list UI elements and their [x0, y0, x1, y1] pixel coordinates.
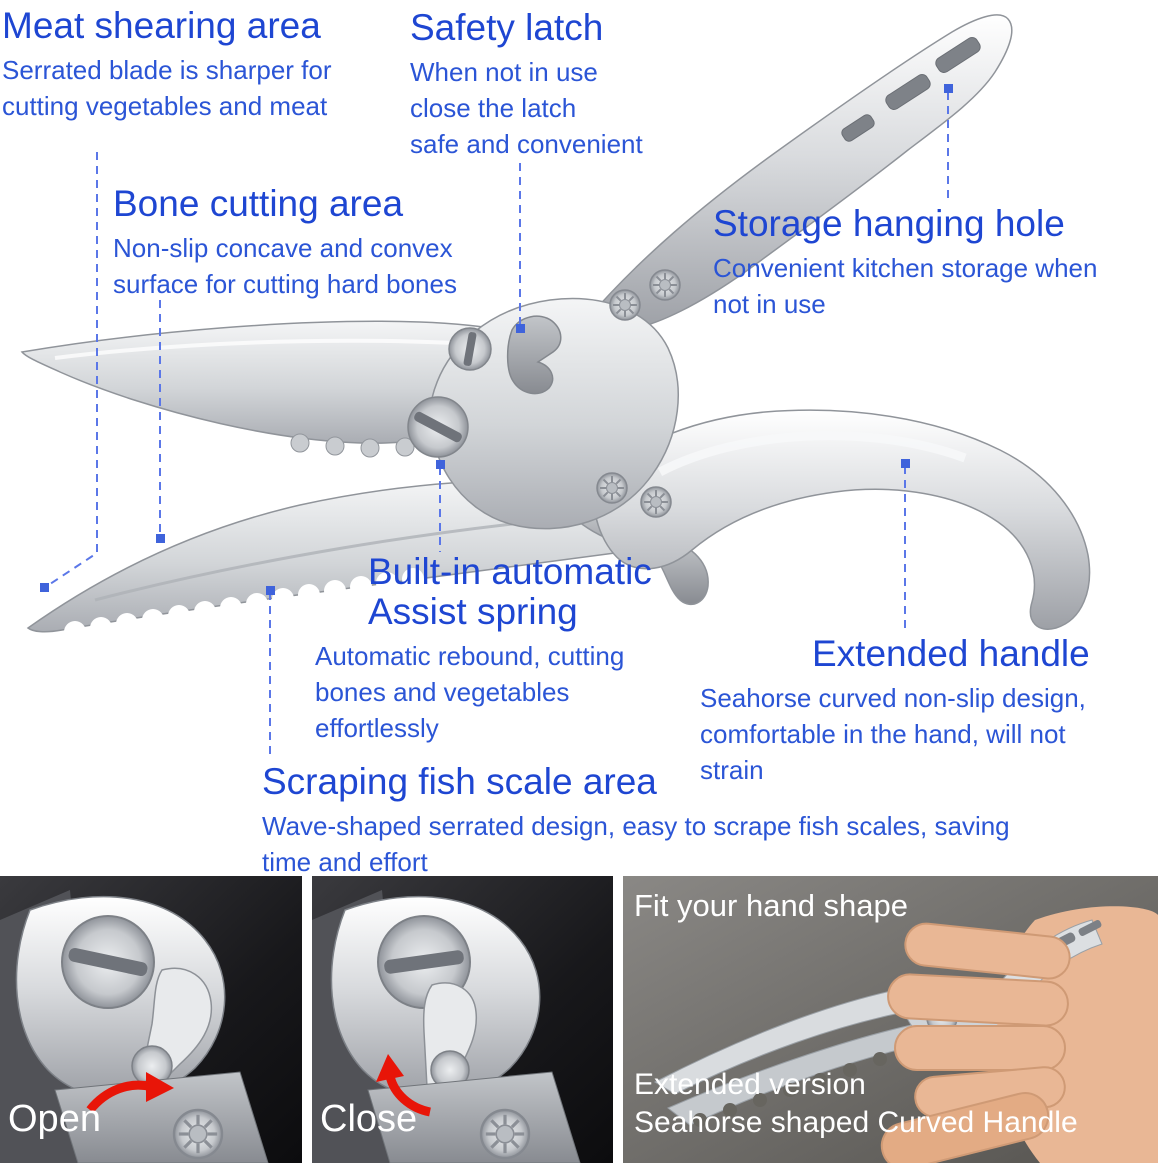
assist-spring-title-line2: Assist spring	[368, 590, 578, 632]
safety-latch-shape	[506, 315, 562, 395]
flower-rivet	[640, 486, 672, 518]
fit-hand-headline: Fit your hand shape	[634, 888, 909, 923]
panel-close-photo	[312, 876, 613, 1163]
assist-spring-desc-line3: effortlessly	[315, 712, 439, 743]
bone-cutting-desc-line1: Non-slip concave and convex	[113, 232, 453, 263]
panel-open-photo	[0, 876, 302, 1163]
flower-rivet	[596, 472, 628, 504]
open-arrow	[86, 1072, 174, 1113]
safety-latch-desc-line1: When not in use	[410, 56, 598, 87]
bone-cutting-desc-line2: surface for cutting hard bones	[113, 268, 457, 299]
safety-latch-title: Safety latch	[410, 7, 604, 48]
meat-shearing-desc-line2: cutting vegetables and meat	[2, 90, 328, 121]
meat-shearing-title: Meat shearing area	[2, 5, 321, 46]
open-label: Open	[8, 1098, 101, 1140]
seahorse-handle-caption: Seahorse shaped Curved Handle	[634, 1106, 1078, 1139]
hand-panel-serration	[693, 1042, 917, 1127]
storage-hole-desc-line1: Convenient kitchen storage when	[713, 252, 1098, 283]
flower-rivet	[609, 289, 641, 321]
annotation-safety-latch: Safety latch When not in use close the l…	[410, 8, 720, 161]
extended-handle-desc-line2: comfortable in the hand, will not	[700, 718, 1066, 749]
bone-cutting-title: Bone cutting area	[113, 183, 404, 224]
annotation-fish-scale: Scraping fish scale area Wave-shaped ser…	[262, 762, 1152, 880]
pivot-screw	[407, 396, 469, 458]
callout-dots	[40, 84, 953, 595]
storage-hole-title: Storage hanging hole	[713, 203, 1065, 244]
annotation-assist-spring: Built-in automatic Assist spring Automat…	[315, 552, 735, 745]
extended-version-caption: Extended version	[634, 1068, 866, 1101]
close-arrow	[376, 1054, 432, 1117]
fish-scale-title: Scraping fish scale area	[262, 761, 657, 802]
annotation-bone-cutting: Bone cutting area Non-slip concave and c…	[113, 184, 543, 302]
extended-handle-title: Extended handle	[812, 633, 1090, 674]
annotation-extended-handle: Extended handle Seahorse curved non-slip…	[700, 634, 1158, 787]
assist-spring-title-line1: Built-in automatic	[368, 551, 652, 592]
fish-scale-desc-line1: Wave-shaped serrated design, easy to scr…	[262, 810, 1010, 841]
pivot-boss	[430, 297, 679, 530]
close-label: Close	[320, 1098, 418, 1140]
annotation-storage-hole: Storage hanging hole Convenient kitchen …	[713, 204, 1158, 322]
annotation-meat-shearing: Meat shearing area Serrated blade is sha…	[2, 6, 402, 124]
extended-handle-shape	[592, 409, 1091, 630]
storage-hole-desc-line2: not in use	[713, 288, 826, 319]
hand-thumb	[880, 1092, 1050, 1163]
flower-rivet	[649, 269, 681, 301]
meat-shearing-desc-line1: Serrated blade is sharper for	[2, 54, 332, 85]
assist-spring-desc-line1: Automatic rebound, cutting	[315, 640, 625, 671]
hanging-holes	[841, 37, 981, 142]
assist-spring-desc-line2: bones and vegetables	[315, 676, 570, 707]
extended-handle-desc-line3: strain	[700, 754, 764, 785]
hand-fingers	[887, 922, 1071, 1118]
extended-handle-desc-line1: Seahorse curved non-slip design,	[700, 682, 1086, 713]
callout-meat	[43, 152, 98, 589]
scissors-illustration	[20, 14, 1091, 643]
panel-hand-photo	[623, 876, 1158, 1163]
serration-scallops	[64, 568, 424, 643]
safety-latch-desc-line3: safe and convenient	[410, 128, 643, 159]
callout-lines	[43, 92, 949, 760]
safety-latch-desc-line2: close the latch	[410, 92, 577, 123]
fish-scale-desc-line2: time and effort	[262, 846, 428, 877]
secondary-screw	[448, 327, 492, 371]
